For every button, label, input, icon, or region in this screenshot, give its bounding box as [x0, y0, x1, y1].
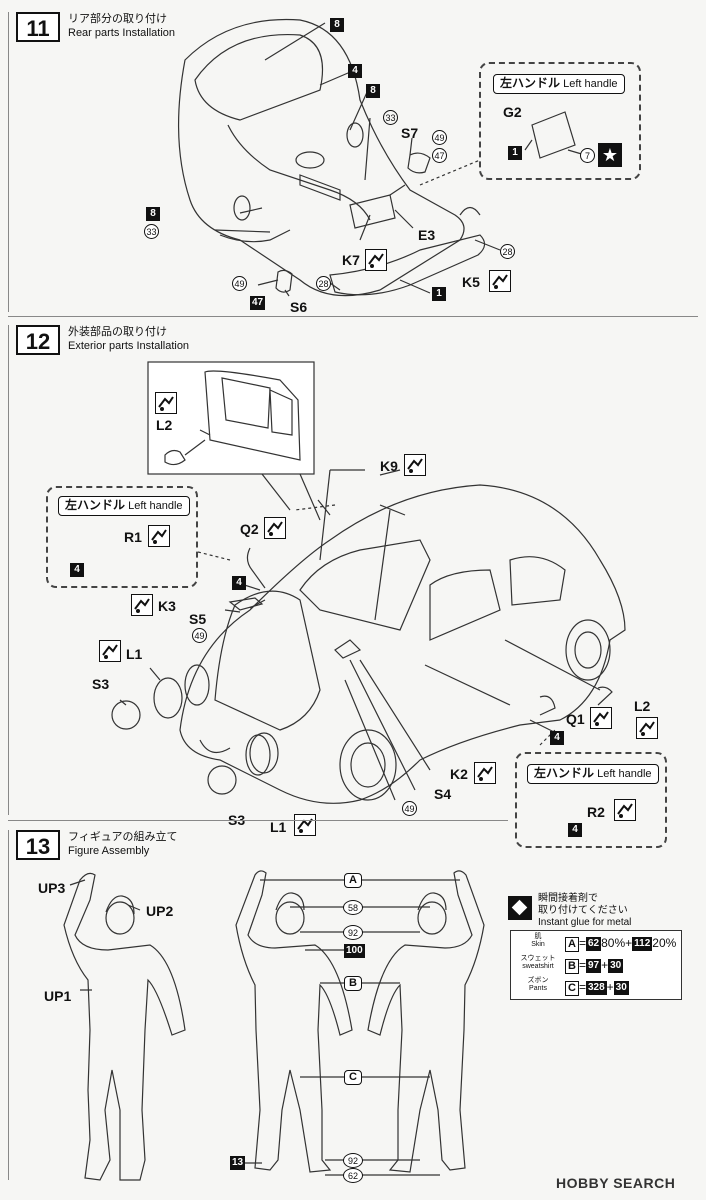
cement-icon: [365, 249, 387, 271]
part-4: 4: [70, 563, 84, 577]
step-title-jp: フィギュアの組み立て: [68, 831, 178, 843]
step-title-en: Figure Assembly: [68, 845, 150, 857]
part-1: 1: [508, 146, 522, 160]
section-divider: [8, 820, 508, 821]
section-rule: [8, 325, 9, 815]
color-47: 47: [250, 296, 266, 310]
cement-icon: [99, 640, 121, 662]
color-47: 47: [432, 148, 447, 163]
section-rule: [8, 12, 9, 312]
part-S5: S5: [189, 611, 207, 627]
part-8: 8: [366, 84, 380, 98]
color-13: 13: [230, 1156, 246, 1170]
cement-icon: [489, 270, 511, 292]
part-G2: G2: [503, 104, 522, 120]
step-title-en: Exterior parts Installation: [68, 340, 190, 352]
part-28: 28: [500, 244, 515, 259]
part-8: 8: [330, 18, 344, 32]
left-handle-tag: 左ハンドル Left handle: [527, 764, 659, 784]
cement-icon: [614, 799, 636, 821]
decal-7: 7: [580, 148, 595, 163]
cement-icon: [404, 454, 426, 476]
cement-icon: [590, 707, 612, 729]
cement-icon: [636, 717, 658, 739]
part-4: 4: [348, 64, 362, 78]
part-33: 33: [144, 224, 159, 239]
part-S3: S3: [92, 676, 110, 692]
part-33: 33: [383, 110, 398, 125]
watermark: HOBBY SEARCH: [556, 1175, 676, 1191]
color-B: B: [344, 976, 362, 991]
cement-icon: [294, 814, 316, 836]
color-49: 49: [432, 130, 447, 145]
step-title-13: フィギュアの組み立て Figure Assembly: [68, 830, 178, 858]
part-L1: L1: [270, 819, 287, 835]
color-100: 100: [344, 944, 365, 958]
part-R1: R1: [124, 529, 142, 545]
color-A: A: [344, 873, 362, 888]
inset-left-handle-11: 左ハンドル Left handle: [479, 62, 641, 180]
part-K7: K7: [342, 252, 360, 268]
part-L2: L2: [634, 698, 651, 714]
step-title-jp: 外装部品の取り付け: [68, 326, 167, 338]
part-S6: S6: [290, 299, 308, 315]
part-UP1: UP1: [44, 988, 72, 1004]
part-S7: S7: [401, 125, 419, 141]
left-handle-tag: 左ハンドル Left handle: [493, 74, 625, 94]
cement-icon: [474, 762, 496, 784]
part-K3: K3: [158, 598, 176, 614]
part-K9: K9: [380, 458, 398, 474]
part-S4: S4: [434, 786, 452, 802]
part-28: 28: [316, 276, 331, 291]
part-1: 1: [432, 287, 446, 301]
color-92: 92: [343, 1153, 363, 1168]
section-divider: [8, 316, 698, 317]
part-K5: K5: [462, 274, 480, 290]
part-4: 4: [232, 576, 246, 590]
part-L1: L1: [126, 646, 143, 662]
color-C: C: [344, 1070, 362, 1085]
inset-left-handle-12a: 左ハンドル Left handle: [46, 486, 198, 588]
part-8: 8: [146, 207, 160, 221]
inset-left-handle-12b: 左ハンドル Left handle: [515, 752, 667, 848]
part-R2: R2: [587, 804, 605, 820]
cement-icon: [264, 517, 286, 539]
cement-icon: [148, 525, 170, 547]
step-title-11: リア部分の取り付け Rear parts Installation: [68, 12, 175, 40]
color-62: 62: [343, 1168, 363, 1183]
part-K2: K2: [450, 766, 468, 782]
star-icon: ★: [598, 143, 622, 167]
step-title-12: 外装部品の取り付け Exterior parts Installation: [68, 325, 189, 353]
color-49: 49: [192, 628, 207, 643]
step-number-12: 12: [16, 325, 60, 355]
instant-glue-icon: [508, 896, 532, 920]
color-58: 58: [343, 900, 363, 915]
part-UP3: UP3: [38, 880, 66, 896]
part-Q2: Q2: [240, 521, 259, 537]
color-49: 49: [402, 801, 417, 816]
color-92: 92: [343, 925, 363, 940]
cement-icon: [155, 392, 177, 414]
glue-note: 瞬間接着剤で 取り付けてください Instant glue for metal: [538, 893, 632, 928]
part-Q1: Q1: [566, 711, 585, 727]
part-4: 4: [568, 823, 582, 837]
color-49: 49: [232, 276, 247, 291]
left-handle-tag: 左ハンドル Left handle: [58, 496, 190, 516]
step-title-en: Rear parts Installation: [68, 27, 175, 39]
step-number-11: 11: [16, 12, 60, 42]
part-UP2: UP2: [146, 903, 174, 919]
step-title-jp: リア部分の取り付け: [68, 13, 167, 25]
section-rule: [8, 830, 9, 1180]
cement-icon: [131, 594, 153, 616]
part-L2: L2: [156, 417, 173, 433]
part-E3: E3: [418, 227, 436, 243]
part-4: 4: [550, 731, 564, 745]
step-number-13: 13: [16, 830, 60, 860]
